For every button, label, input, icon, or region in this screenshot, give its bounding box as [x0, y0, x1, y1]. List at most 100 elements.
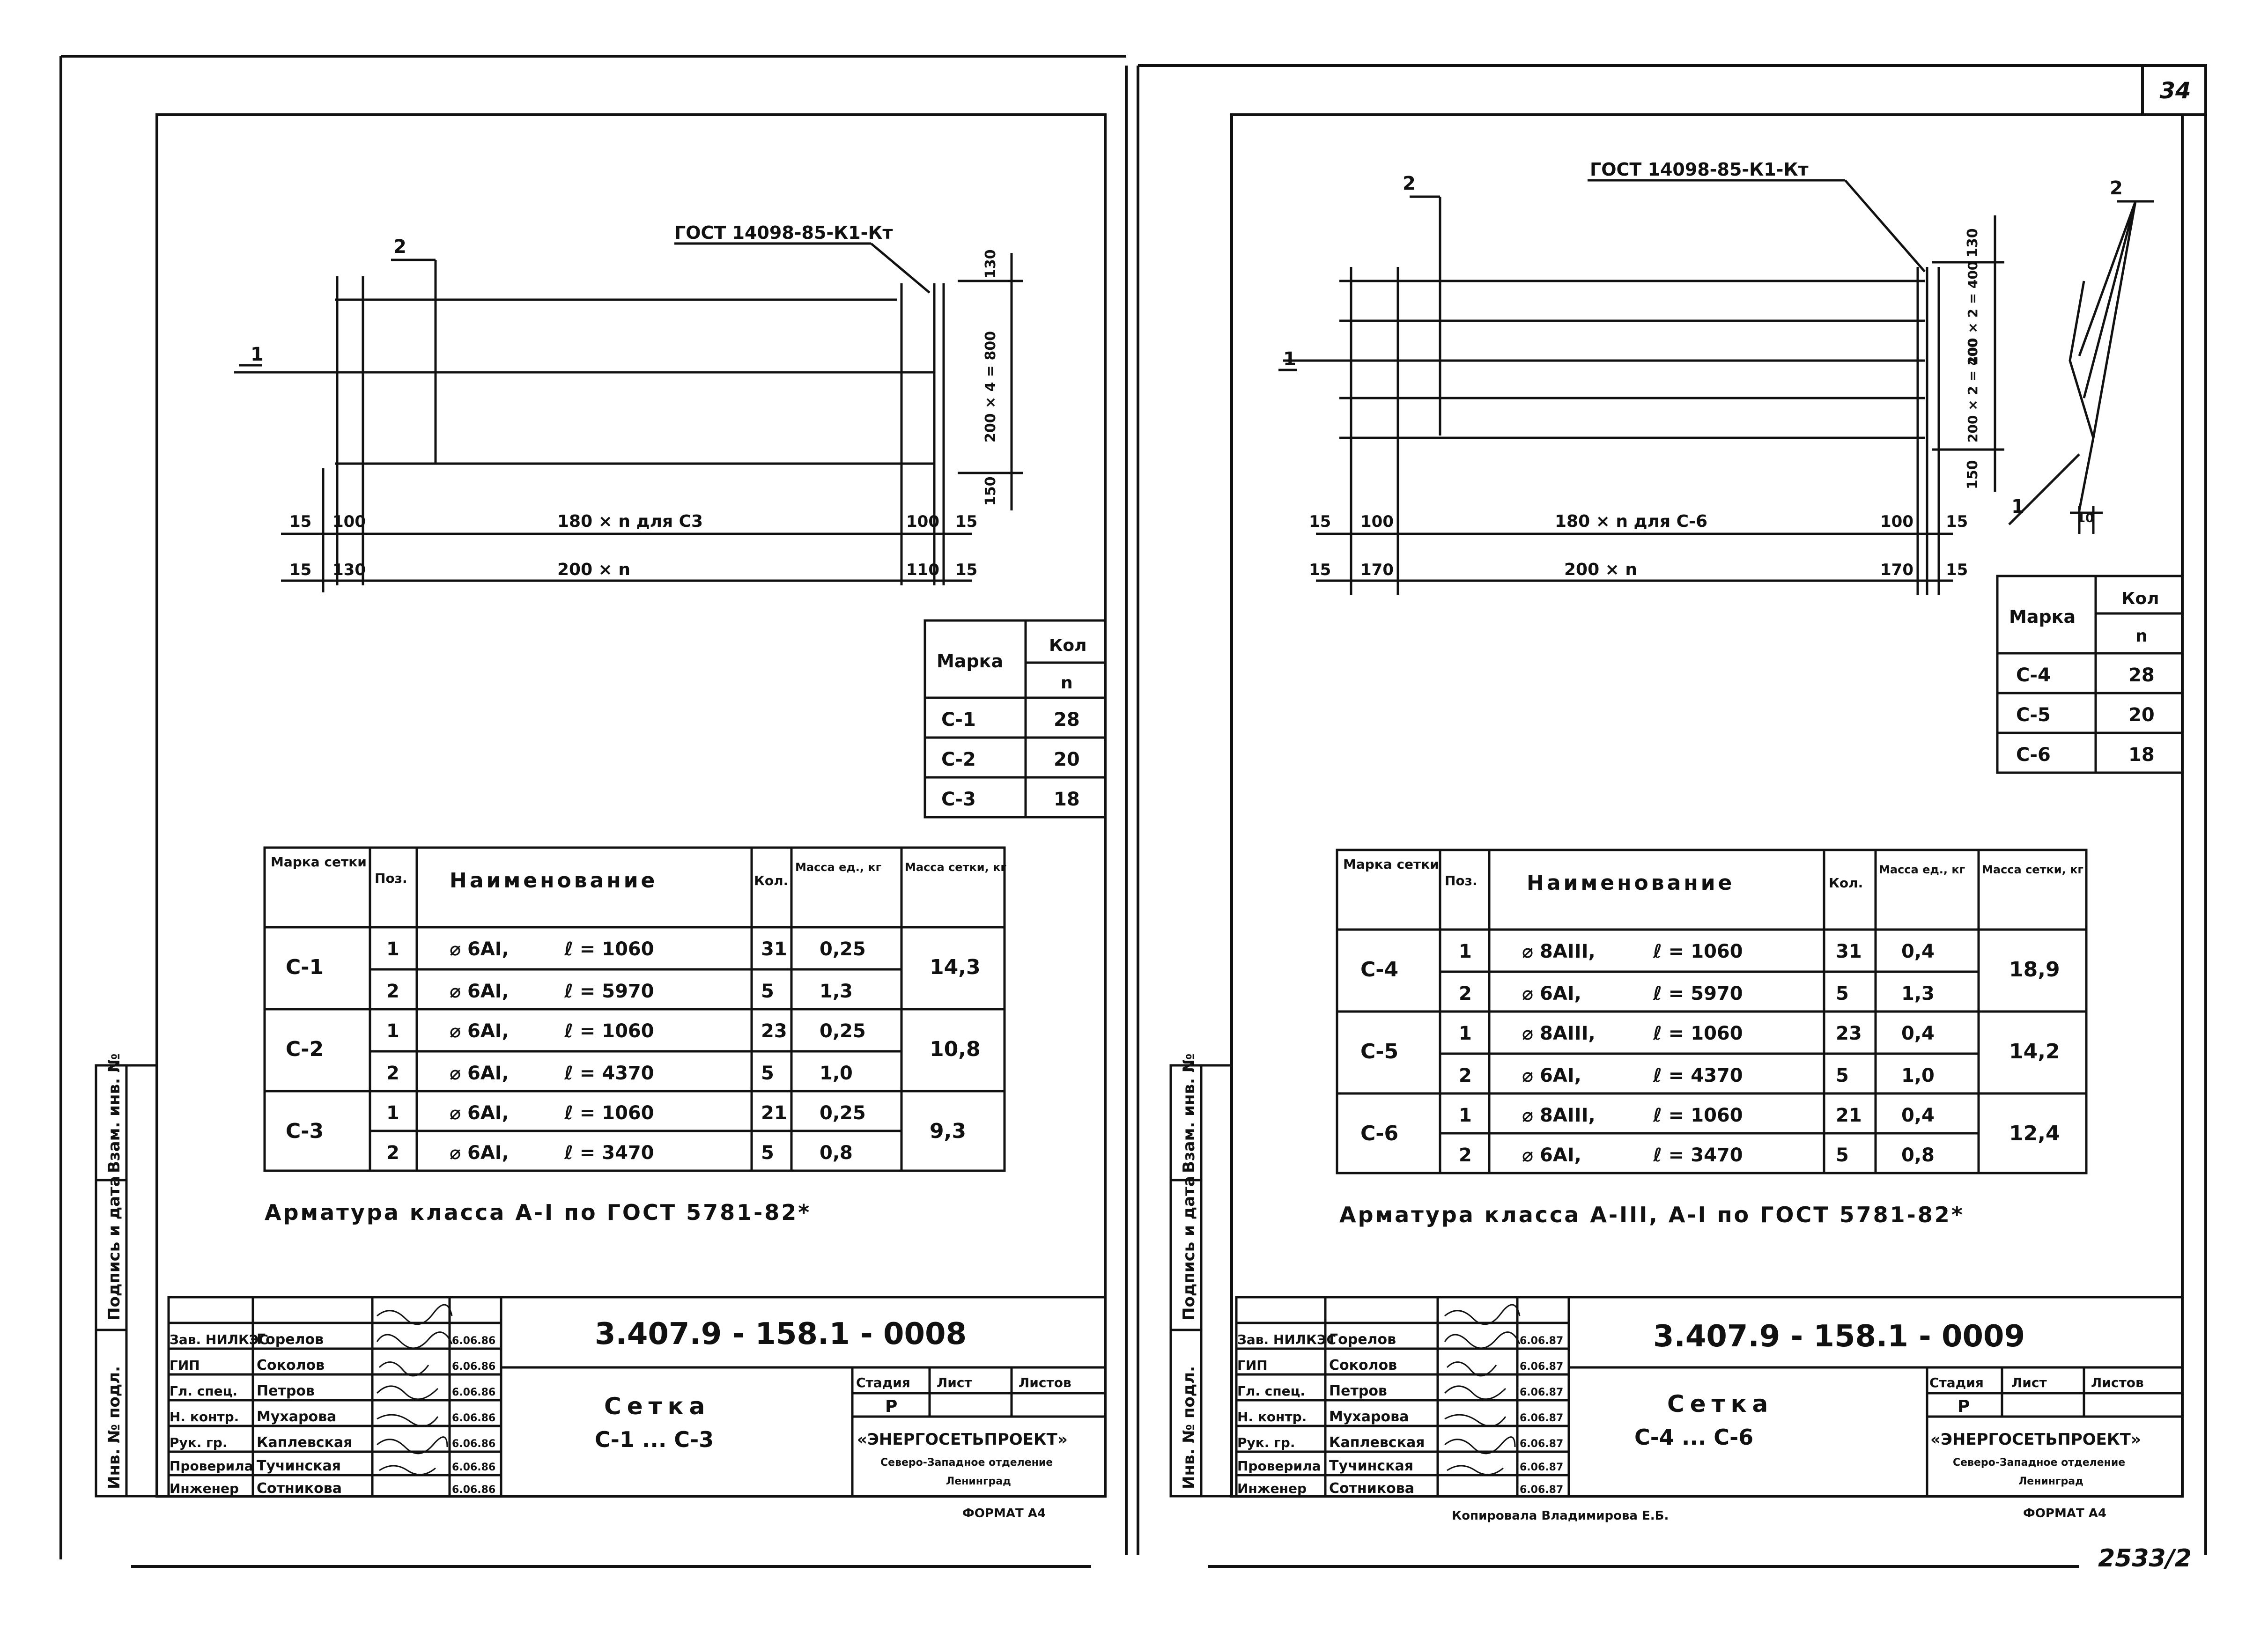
spec-len: ℓ = 1060	[1653, 1105, 1743, 1126]
spec-pos: 2	[386, 981, 399, 1002]
spec-qty: 23	[761, 1020, 787, 1042]
left-gost-label: ГОСТ 14098-85-К1-Кт	[674, 222, 893, 243]
spec-mark: С-6	[1360, 1122, 1398, 1145]
left-marks-table	[923, 619, 1107, 819]
person-name: Сотникова	[257, 1480, 342, 1497]
spec-header-mark: Марка сетки	[1343, 857, 1439, 872]
spec-mark: С-3	[286, 1119, 324, 1143]
page-number: 34	[2160, 78, 2191, 104]
person-role: Зав. НИЛКЭС	[1237, 1332, 1336, 1347]
spec-header-mark: Марка сетки	[271, 854, 367, 870]
person-date: 6.06.87	[1520, 1361, 1563, 1373]
right-dim-100b: 100	[1880, 512, 1913, 531]
right-dim-span180: 180 × n для С-6	[1555, 512, 1707, 531]
person-name: Петров	[1329, 1383, 1387, 1399]
right-pos2-label-b: 2	[2110, 177, 2123, 199]
right-org-sub1: Северо-Западное отделение	[1953, 1457, 2125, 1469]
spec-pos: 1	[386, 938, 399, 960]
spec-name: ⌀ 6АI,	[450, 938, 509, 960]
person-date: 6.06.86	[452, 1387, 495, 1398]
right-dim-170a: 170	[1360, 561, 1394, 579]
spec-mass: 9,3	[930, 1119, 966, 1143]
person-name: Соколов	[1329, 1357, 1397, 1374]
left-format: ФОРМАТ А4	[962, 1506, 1046, 1521]
spec-unit: 1,0	[1901, 1065, 1935, 1086]
spec-name: ⌀ 8АIII,	[1522, 941, 1596, 962]
person-date: 6.06.86	[452, 1484, 495, 1496]
right-signatures	[1444, 1304, 1521, 1476]
spec-len: ℓ = 1060	[1653, 941, 1743, 962]
left-dim-110: 110	[906, 561, 939, 579]
person-date: 6.06.87	[1520, 1387, 1563, 1398]
left-dim-span180: 180 × n для С3	[557, 512, 703, 531]
spec-pos: 2	[1459, 1145, 1472, 1166]
left-org-sub2: Ленинград	[946, 1476, 1011, 1487]
right-title-line2: С-4 ... С-6	[1634, 1425, 1753, 1450]
spec-header-pos: Поз.	[375, 871, 407, 886]
left-side-label-sign: Подпись и дата	[105, 1176, 124, 1321]
person-name: Горелов	[1329, 1331, 1396, 1348]
spec-name: ⌀ 6АI,	[450, 1142, 509, 1164]
spec-pos: 1	[1459, 941, 1472, 962]
person-name: Тучинская	[1329, 1458, 1413, 1474]
right-dim-v200b: 200 × 2 = 400	[1965, 339, 1980, 443]
left-title-block	[167, 1296, 1107, 1498]
right-dim-170b: 170	[1880, 561, 1913, 579]
left-dim-15b: 15	[955, 512, 977, 531]
right-mesh-drawing	[1278, 179, 2154, 595]
right-marks-row-mark: С-5	[2016, 704, 2051, 726]
person-name: Мухарова	[257, 1409, 336, 1425]
left-sheet: Инв. № подл. Подпись и дата Взам. инв. №	[95, 113, 1107, 1521]
right-dim-100a: 100	[1360, 512, 1394, 531]
spec-name: ⌀ 6АI,	[1522, 1145, 1581, 1166]
left-mesh-drawing	[234, 242, 1023, 592]
spec-pos: 1	[1459, 1105, 1472, 1126]
left-sheets-header: Листов	[1019, 1375, 1071, 1390]
spec-unit: 1,3	[1901, 983, 1935, 1004]
spec-header-mass: Масса сетки, кг	[1982, 863, 2083, 876]
left-title-line2: С-1 ... С-3	[595, 1427, 714, 1452]
person-date: 6.06.86	[452, 1361, 495, 1373]
person-name: Горелов	[257, 1331, 324, 1348]
right-dim-15c: 15	[1309, 561, 1331, 579]
right-stage-header: Стадия	[1929, 1375, 1984, 1390]
person-name: Каплевская	[257, 1434, 352, 1451]
right-stage-value: Р	[1958, 1397, 1970, 1416]
right-marks-header-n: n	[2135, 627, 2148, 646]
spec-pos: 1	[386, 1020, 399, 1042]
right-gost-label: ГОСТ 14098-85-К1-Кт	[1590, 159, 1809, 180]
spec-name: ⌀ 6АI,	[1522, 983, 1581, 1004]
right-title-people: Зав. НИЛКЭС Горелов 6.06.87 ГИП Соколов …	[1237, 1331, 1563, 1497]
spec-len: ℓ = 1060	[1653, 1023, 1743, 1044]
person-date: 6.06.86	[452, 1412, 495, 1424]
left-sheet-header: Лист	[937, 1375, 972, 1390]
right-spec-table	[1336, 849, 2088, 1174]
right-marks-row-mark: С-4	[2016, 665, 2051, 686]
spec-header-unit: Масса ед., кг	[1879, 863, 1965, 876]
spec-unit: 0,8	[1901, 1145, 1935, 1166]
spec-qty: 21	[1836, 1105, 1862, 1126]
right-side-label-inv: Инв. № подл.	[1180, 1366, 1198, 1489]
spec-qty: 5	[1836, 983, 1849, 1004]
left-dim-15a: 15	[289, 512, 311, 531]
left-spec-header: Марка сетки Поз. Наименование Кол. Масса…	[271, 854, 1006, 893]
spec-unit: 0,4	[1901, 1105, 1935, 1126]
spec-unit: 0,25	[820, 1020, 866, 1042]
left-dim-span200: 200 × n	[557, 560, 630, 579]
left-stage-value: Р	[885, 1397, 897, 1416]
left-side-label-swap: Взам. инв. №	[105, 1053, 124, 1173]
spec-name: ⌀ 8АIII,	[1522, 1105, 1596, 1126]
person-role: Инженер	[170, 1481, 239, 1496]
left-marks-row-qty: 18	[1054, 789, 1080, 810]
person-role: ГИП	[170, 1358, 200, 1373]
person-name: Мухарова	[1329, 1409, 1409, 1425]
right-marks-row-qty: 18	[2128, 744, 2155, 766]
person-role: ГИП	[1237, 1358, 1268, 1373]
right-sheets-header: Листов	[2091, 1375, 2144, 1390]
spec-name: ⌀ 8АIII,	[1522, 1023, 1596, 1044]
person-role: Проверила	[170, 1458, 253, 1474]
page-number-box: 34	[2141, 64, 2207, 116]
right-pos1-label-b: 1	[2011, 496, 2024, 517]
spec-len: ℓ = 4370	[1653, 1065, 1743, 1086]
